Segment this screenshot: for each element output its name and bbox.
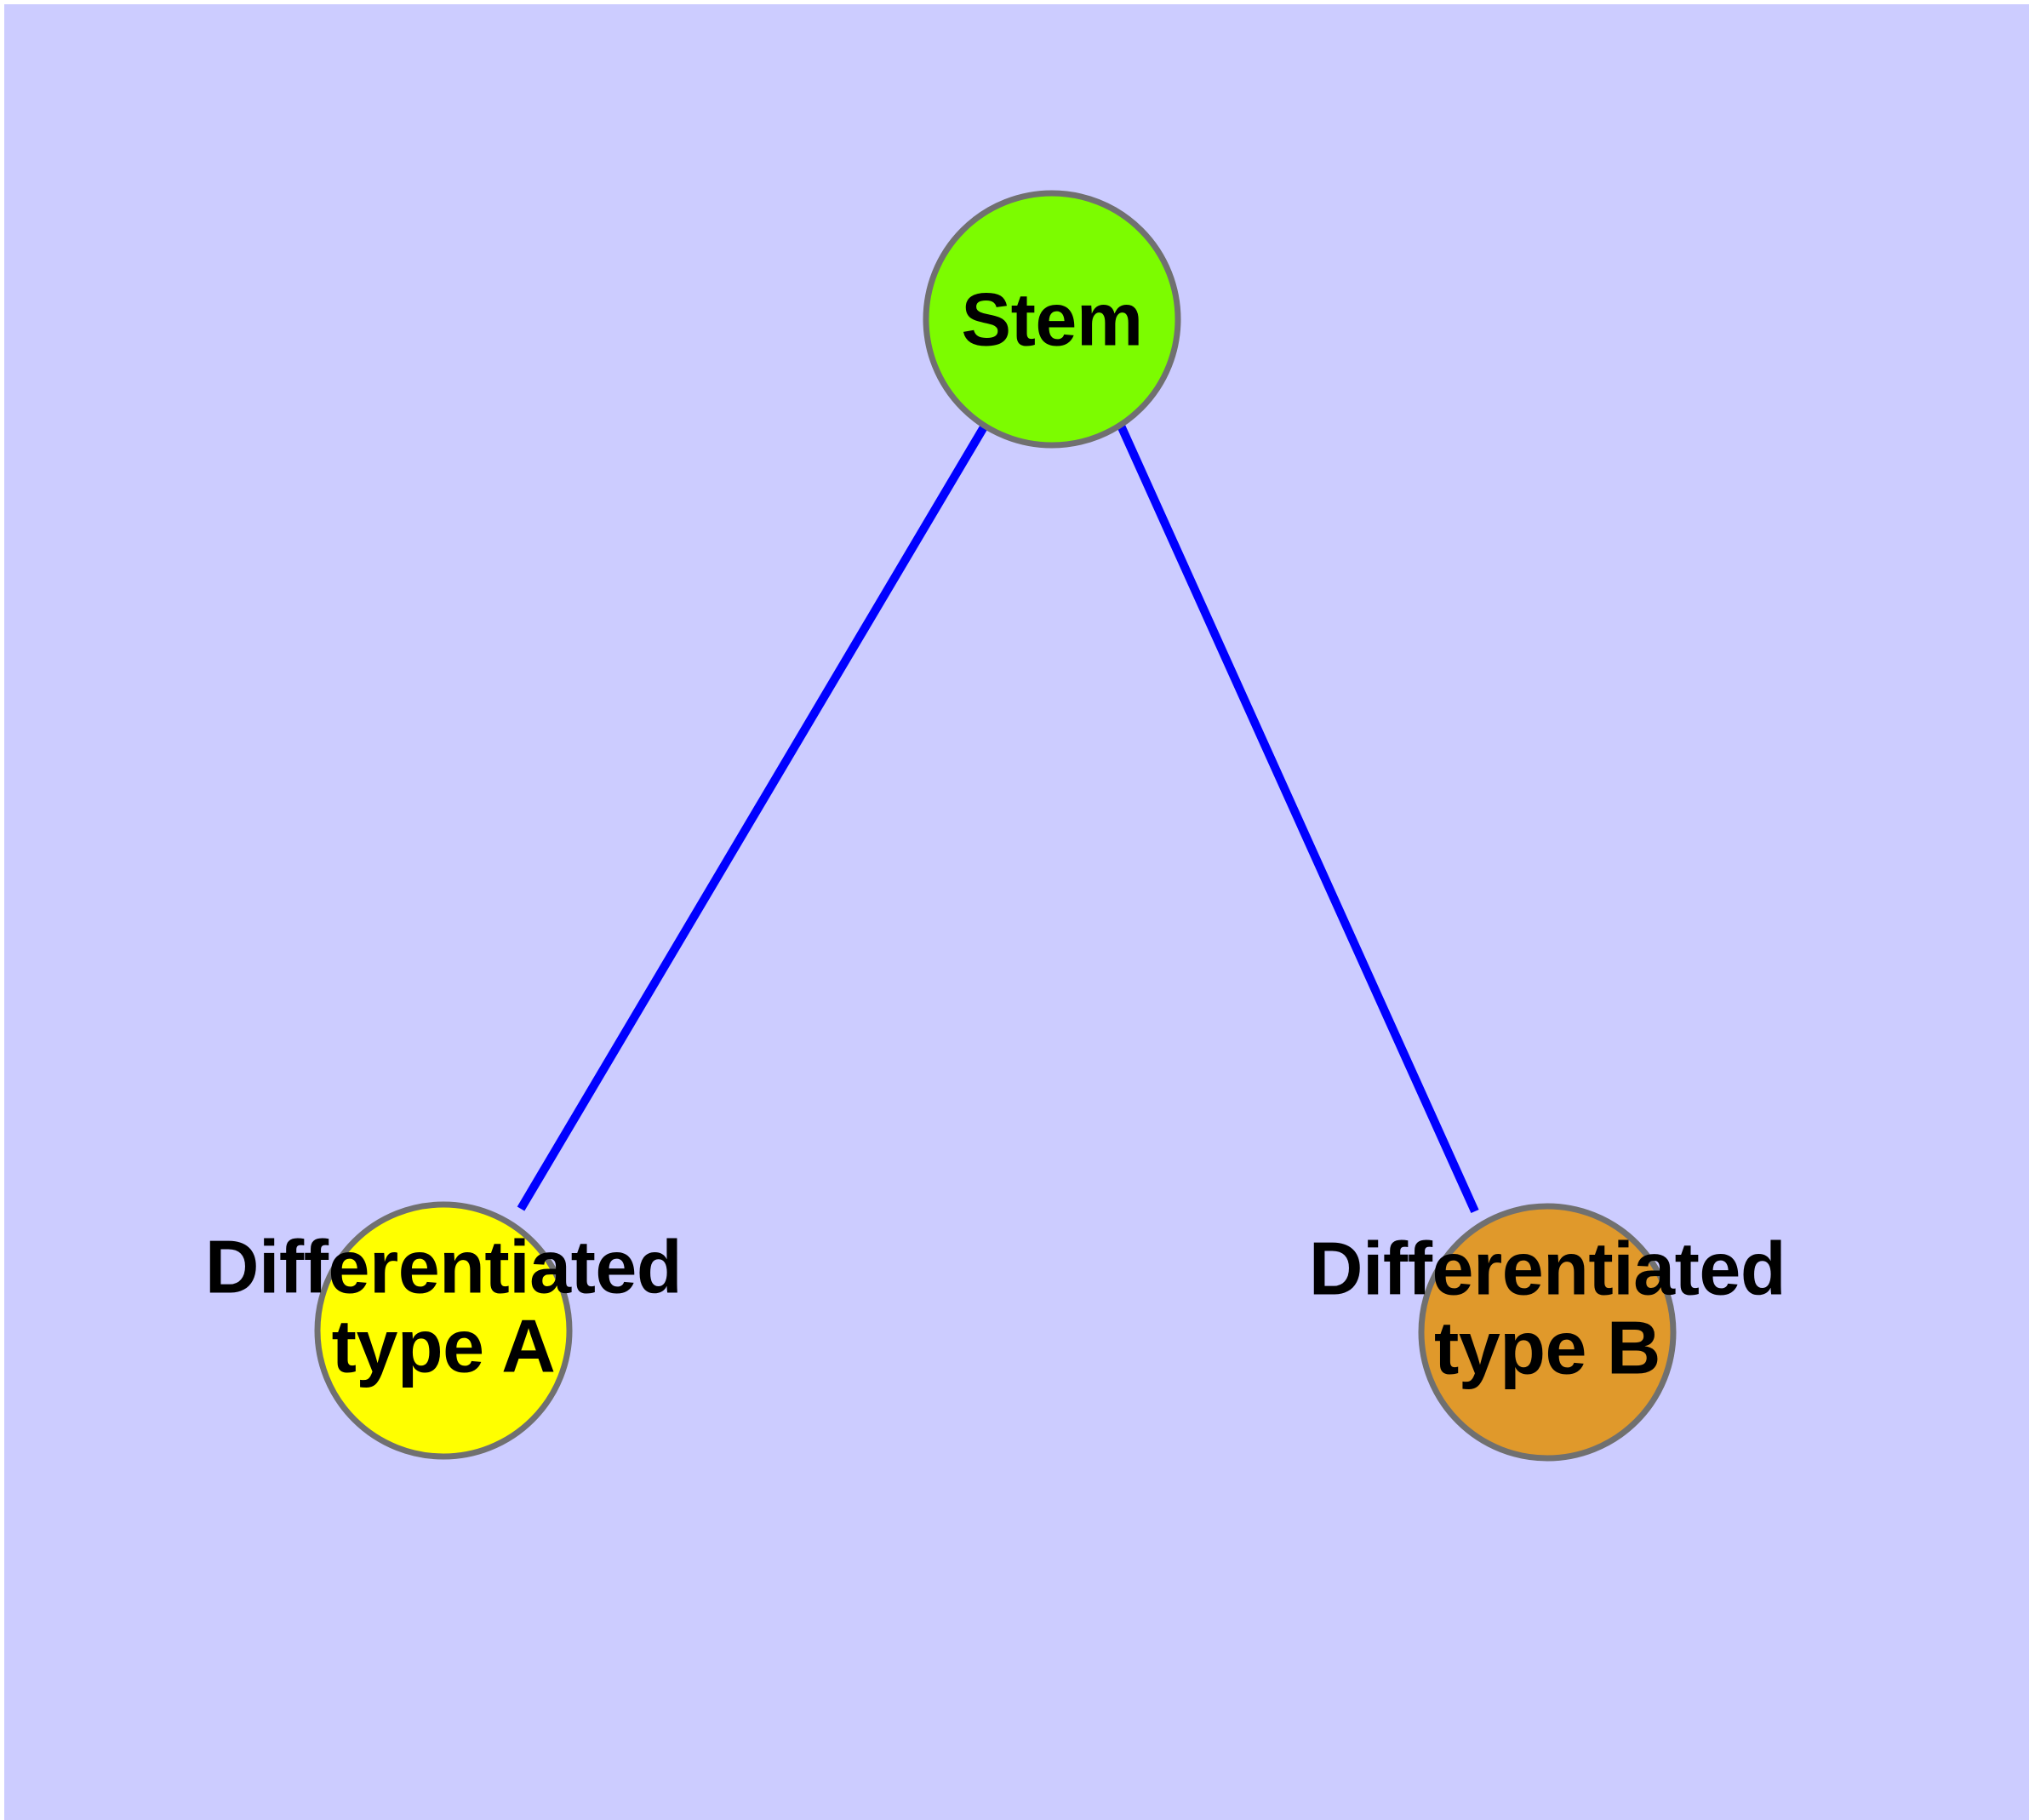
- node-diff-b[interactable]: [1418, 1203, 1677, 1462]
- node-layer: [314, 190, 1677, 1462]
- edge-stem-to-diff-a: [517, 423, 989, 1211]
- edge-layer: [517, 423, 1479, 1214]
- node-stem[interactable]: [923, 190, 1181, 449]
- node-diff-a[interactable]: [314, 1201, 573, 1460]
- edge-stem-to-diff-b: [1117, 423, 1479, 1214]
